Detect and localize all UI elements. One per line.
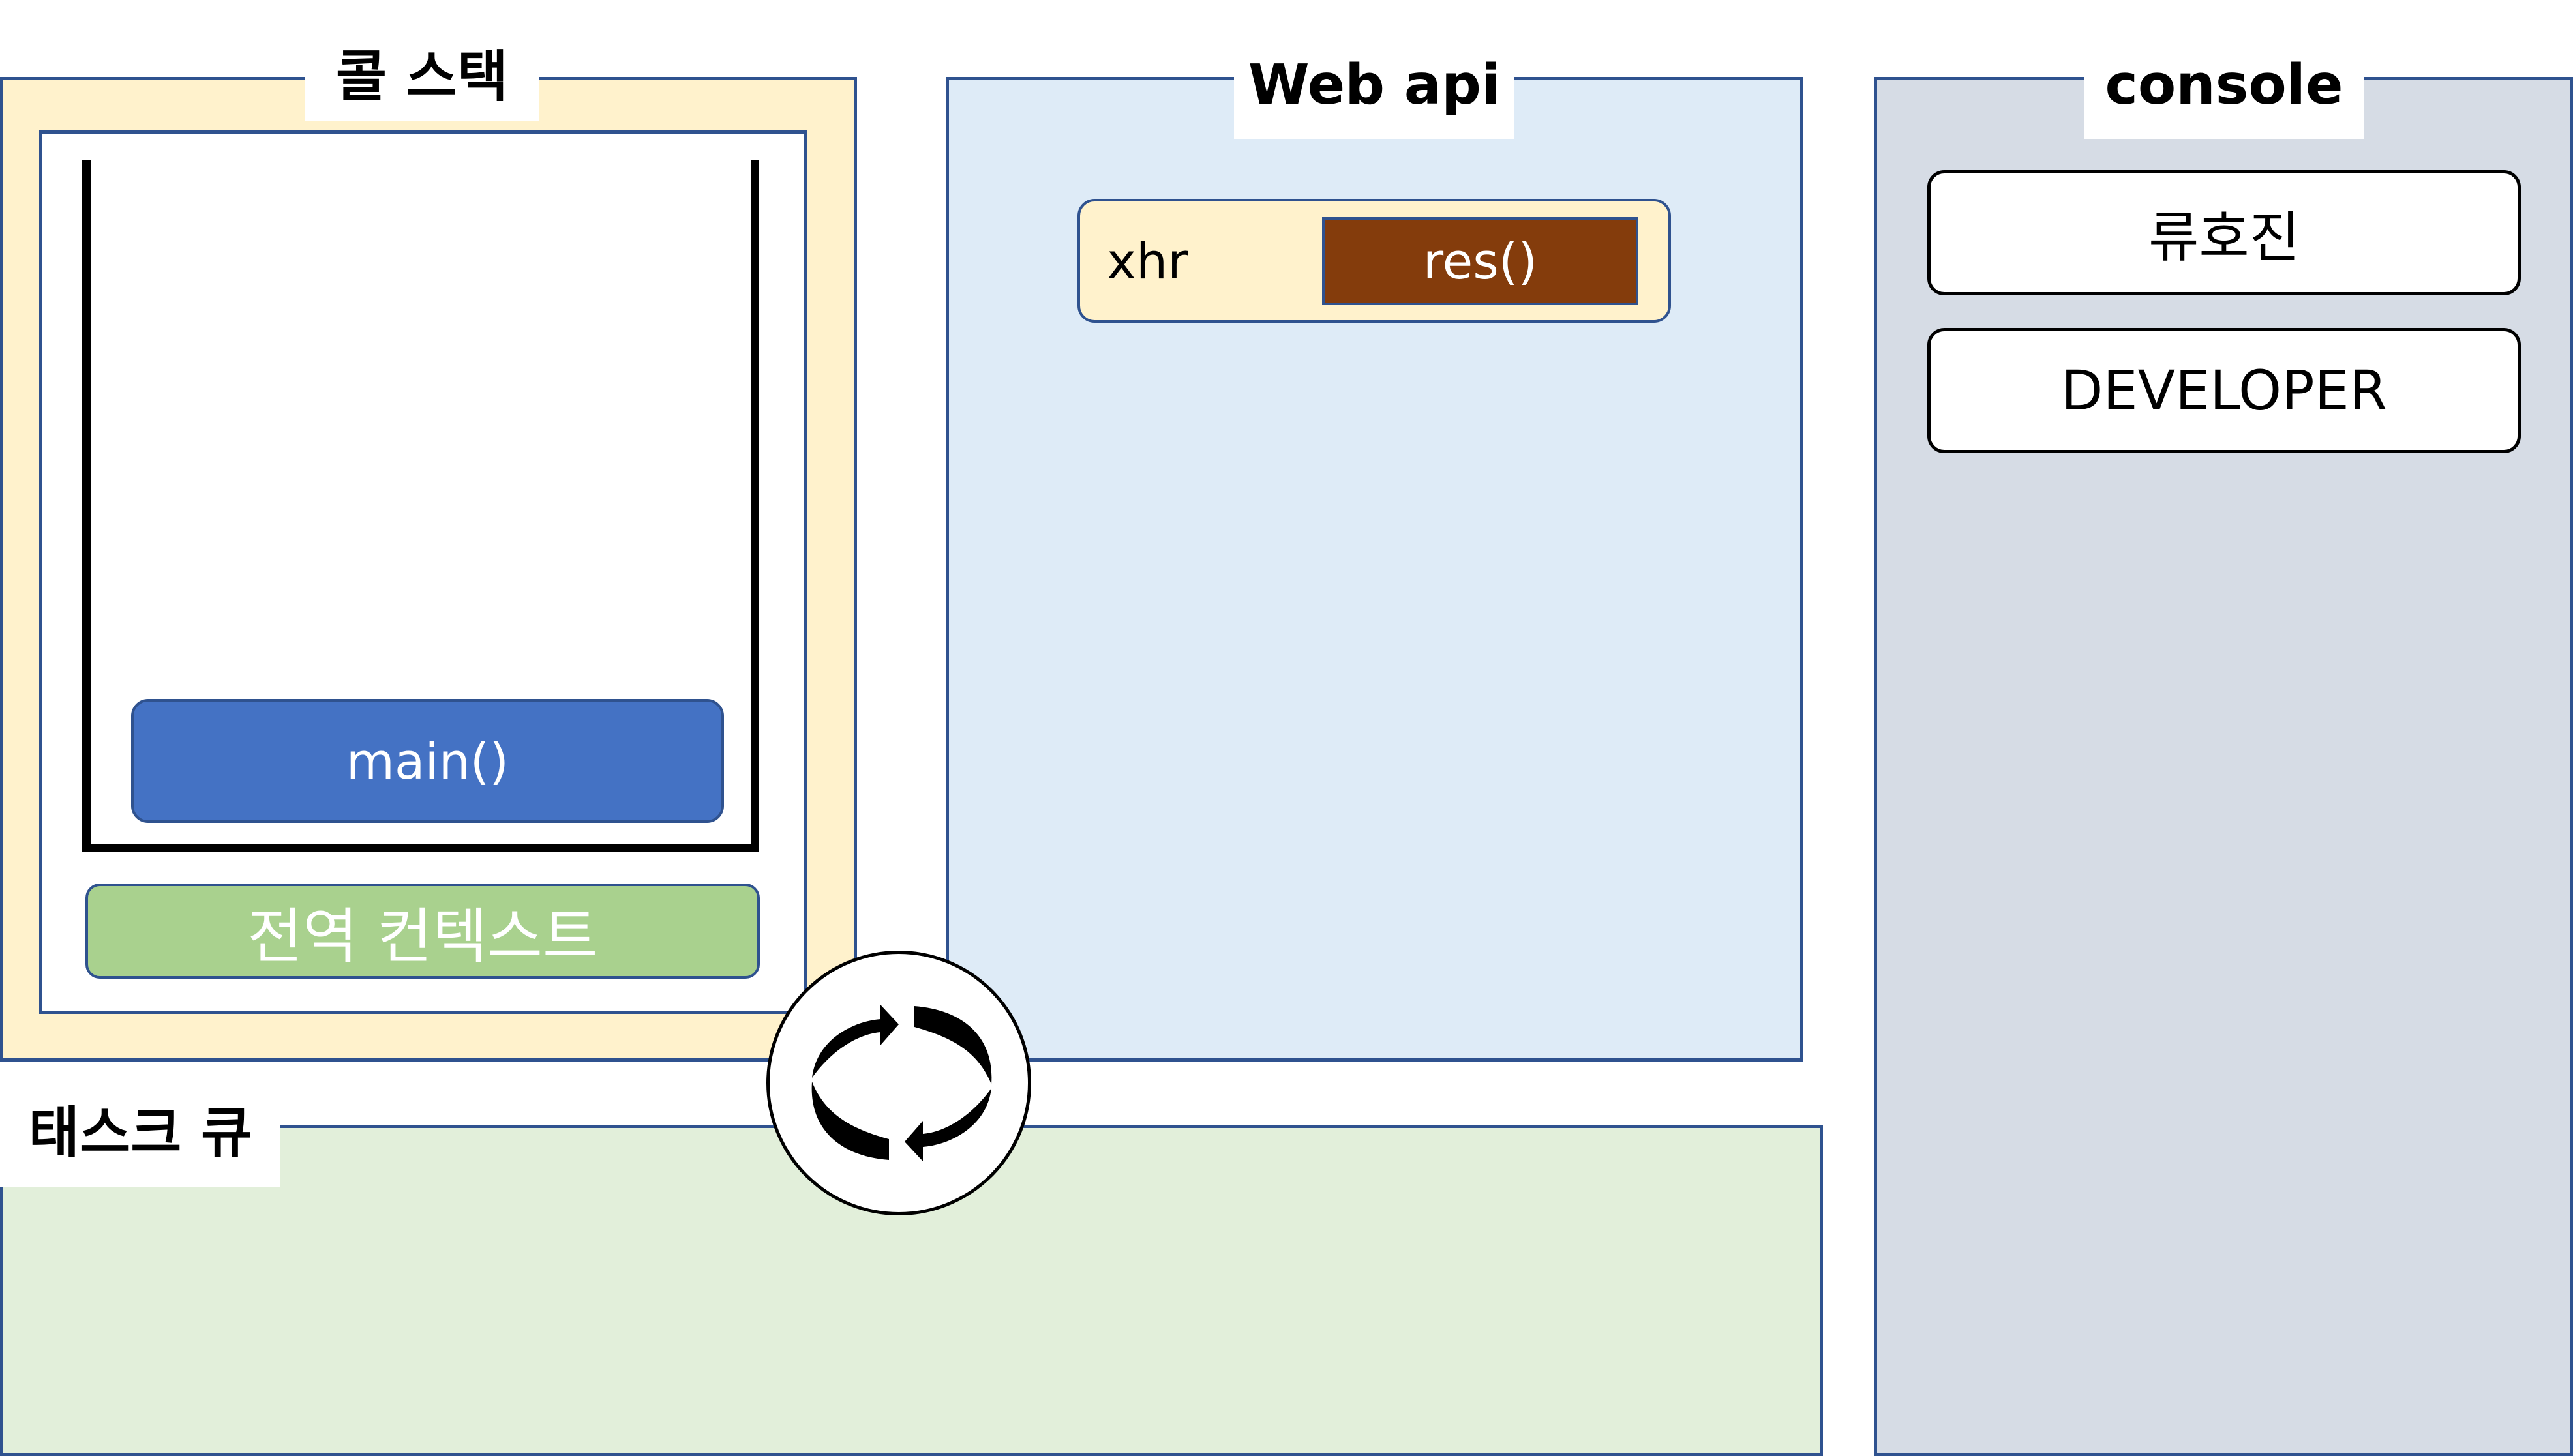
task-queue-title: 태스크 큐 — [0, 1069, 280, 1187]
xhr-label: xhr — [1107, 231, 1188, 290]
console-output-line: DEVELOPER — [1927, 328, 2521, 453]
refresh-cycle-icon — [811, 1005, 992, 1161]
web-api-title: Web api — [1234, 31, 1514, 139]
console-output-line: 류호진 — [1927, 170, 2521, 295]
task-queue-panel — [0, 1125, 1823, 1456]
callback-res: res() — [1322, 217, 1638, 305]
console-title: console — [2084, 31, 2364, 139]
call-stack-area — [39, 130, 807, 1014]
global-context-frame: 전역 컨텍스트 — [85, 884, 760, 979]
stack-container — [82, 160, 759, 852]
stack-frame-main: main() — [131, 699, 724, 823]
console-panel — [1874, 77, 2573, 1456]
call-stack-title: 콜 스택 — [305, 23, 539, 121]
event-loop-circle — [766, 951, 1031, 1215]
